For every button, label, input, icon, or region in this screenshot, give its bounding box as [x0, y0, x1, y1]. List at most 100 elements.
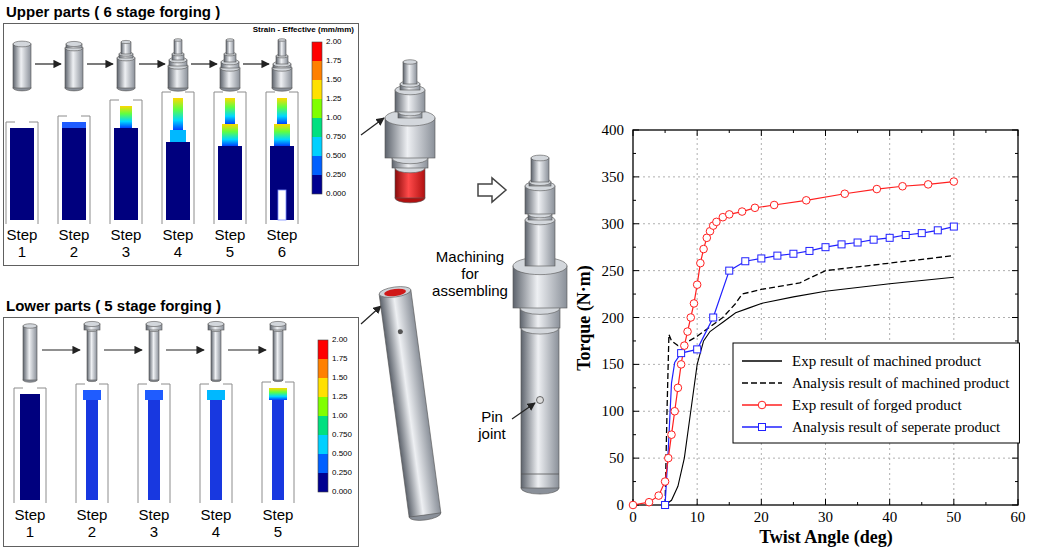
tick-label: 0 — [617, 497, 625, 514]
flow-arrow — [166, 349, 204, 350]
section-body — [120, 106, 132, 128]
tick-label: 40 — [882, 509, 897, 526]
data-marker — [758, 255, 765, 262]
data-marker — [690, 300, 698, 308]
data-marker — [822, 244, 829, 251]
label-holder: Step 1 — [7, 226, 38, 260]
data-marker — [841, 190, 849, 198]
data-marker — [934, 227, 941, 234]
data-marker — [899, 182, 907, 190]
label-holder: 50 — [946, 509, 961, 526]
legend-line — [742, 360, 782, 361]
data-marker — [668, 431, 676, 439]
legend-sample — [742, 424, 782, 431]
label-holder: 0.500 — [332, 449, 352, 459]
colorbar-value: 1.25 — [326, 94, 342, 104]
section-body — [166, 142, 190, 220]
label-holder: Exp result of machined product — [792, 353, 981, 370]
grid-line — [697, 130, 698, 505]
part-face — [403, 60, 417, 64]
legend-marker — [759, 424, 766, 431]
label-holder: Step 3 — [111, 226, 142, 260]
flow-arrow — [139, 63, 165, 64]
label-holder: 40 — [882, 509, 897, 526]
part-body — [174, 40, 182, 54]
section-body — [270, 146, 294, 220]
data-marker — [629, 501, 637, 509]
label-holder: Strain - Effective (mm/mm) — [253, 25, 354, 34]
label-holder: Exp result of forged product — [792, 397, 962, 414]
die-outline — [58, 116, 90, 224]
part-body — [23, 326, 37, 380]
data-marker — [838, 241, 845, 248]
part-body — [525, 220, 555, 266]
label-holder: 0.750 — [332, 430, 352, 440]
tick-mark — [633, 176, 639, 177]
label-holder: Step 4 — [163, 226, 194, 260]
bore — [384, 288, 407, 298]
step-label: Step 1 — [15, 506, 46, 540]
label-holder: 1.75 — [326, 56, 342, 66]
label-holder: 60 — [1011, 509, 1026, 526]
label-holder: Twist Angle (deg) — [759, 527, 893, 548]
part-face — [278, 39, 286, 42]
data-marker — [902, 232, 909, 239]
section-body — [207, 390, 225, 400]
part-face — [174, 39, 182, 42]
flow-arrow — [243, 63, 269, 64]
tick-label: 60 — [1011, 509, 1026, 526]
leader-arrow — [361, 118, 384, 135]
grid-line — [633, 176, 1018, 177]
flow-arrow — [228, 349, 266, 350]
label-holder: 250 — [602, 262, 625, 279]
data-marker — [790, 250, 797, 257]
data-marker — [710, 314, 717, 321]
section-body — [114, 128, 138, 220]
data-marker — [725, 211, 733, 219]
label-holder: 400 — [602, 122, 625, 139]
part-body — [226, 40, 234, 54]
tick-mark — [761, 130, 762, 136]
tick-label: 0 — [629, 509, 637, 526]
data-marker — [742, 258, 749, 265]
step-label: Step 5 — [215, 226, 246, 260]
section-body — [148, 400, 160, 500]
part-face — [146, 321, 162, 326]
part-body — [278, 40, 286, 56]
data-marker — [886, 234, 893, 241]
data-marker — [677, 361, 685, 369]
tick-mark — [889, 499, 890, 505]
data-marker — [738, 208, 746, 216]
label-holder: 30 — [818, 509, 833, 526]
section-body — [210, 400, 222, 500]
colorbar-band — [312, 175, 322, 194]
label-holder: 300 — [602, 215, 625, 232]
legend-marker — [758, 401, 766, 409]
die-outline — [6, 122, 38, 224]
legend-sample — [742, 401, 782, 409]
flow-arrow — [35, 63, 61, 64]
step-label: Step 2 — [59, 226, 90, 260]
label-holder: Analysis result of seperate product — [792, 419, 1000, 436]
section-body — [222, 124, 238, 146]
label-holder: 0.250 — [332, 468, 352, 478]
axis-title: Torque (N·m) — [574, 265, 595, 371]
part-face — [23, 324, 37, 328]
colorbar-value: 0.000 — [326, 189, 346, 199]
data-marker — [870, 236, 877, 243]
legend-label: Exp result of forged product — [792, 397, 962, 414]
label-holder: Step 4 — [201, 506, 232, 540]
legend-label: Exp result of machined product — [792, 353, 981, 370]
label-holder: 2.00 — [326, 37, 342, 47]
section-body — [278, 190, 286, 220]
part-face — [208, 321, 224, 326]
section-body — [277, 98, 287, 124]
label-holder: 1.75 — [332, 354, 348, 364]
colorbar-value: 0.500 — [332, 449, 352, 459]
axis-title: Twist Angle (deg) — [759, 527, 893, 548]
tick-label: 150 — [602, 356, 625, 373]
colorbar-value: 2.00 — [326, 37, 342, 47]
colorbar-band — [312, 61, 322, 80]
die-outline — [110, 100, 142, 224]
data-marker — [924, 181, 932, 189]
